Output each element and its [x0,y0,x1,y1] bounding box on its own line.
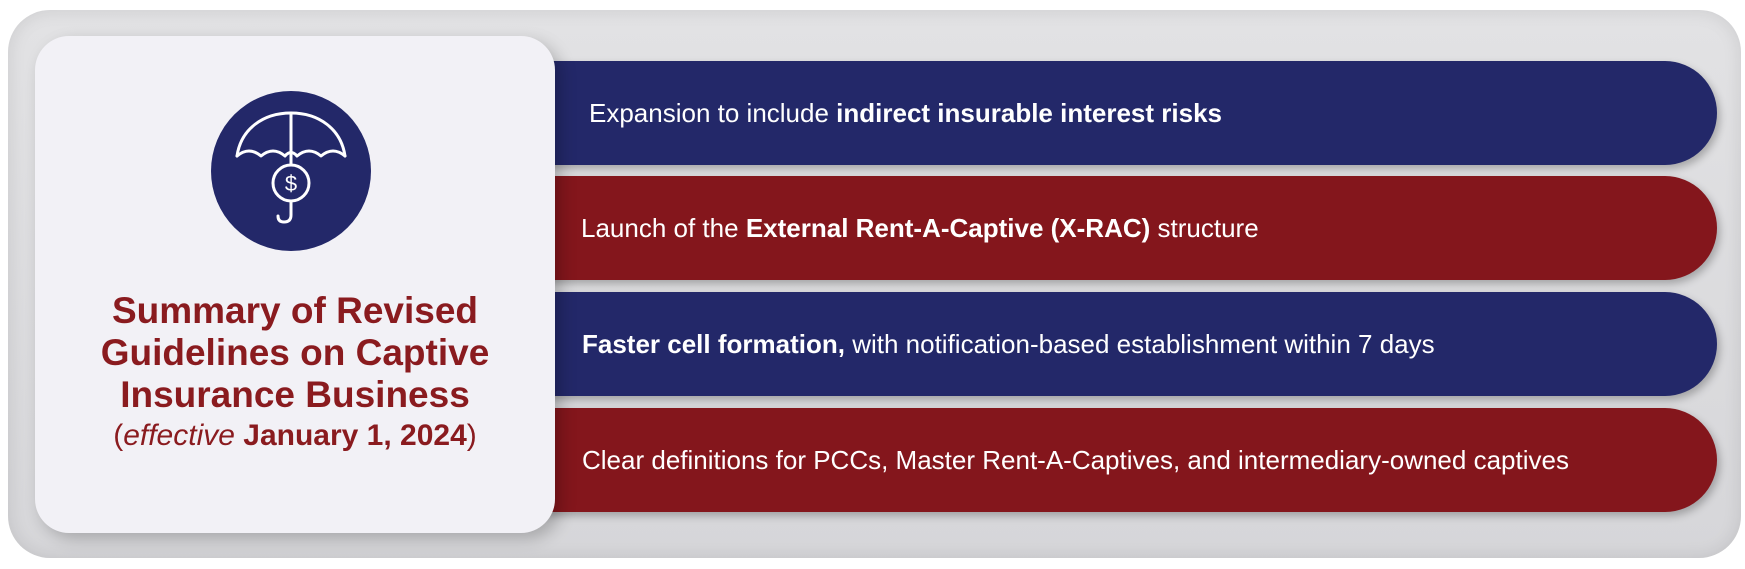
title-line-2: Guidelines on Captive [100,332,490,373]
subtitle-close-paren: ) [466,419,477,452]
title-line-3: Insurance Business [120,374,470,415]
effective-date: (effective January 1, 2024) [45,416,545,456]
subtitle-date: January 1, 2024 [243,419,467,452]
summary-card: $ Summary of Revised Guidelines on Capti… [35,36,555,533]
subtitle-open-paren: ( [113,419,124,452]
subtitle-effective: effective [123,419,235,452]
svg-text:$: $ [285,171,297,196]
guideline-item-3: Faster cell formation, with notification… [540,292,1717,396]
item-text: Launch of the External Rent-A-Captive (X… [581,212,1259,243]
item-text: Clear definitions for PCCs, Master Rent-… [582,444,1569,475]
umbrella-dollar-icon: $ [211,91,371,251]
guideline-item-2: Launch of the External Rent-A-Captive (X… [540,176,1717,280]
item-text: Faster cell formation, with notification… [582,328,1435,359]
item-text: Expansion to include indirect insurable … [589,97,1222,128]
title-line-1: Summary of Revised [111,290,479,331]
guideline-item-1: Expansion to include indirect insurable … [540,61,1717,165]
guideline-item-4: Clear definitions for PCCs, Master Rent-… [540,408,1717,512]
summary-title: Summary of Revised Guidelines on Captive… [45,290,545,456]
